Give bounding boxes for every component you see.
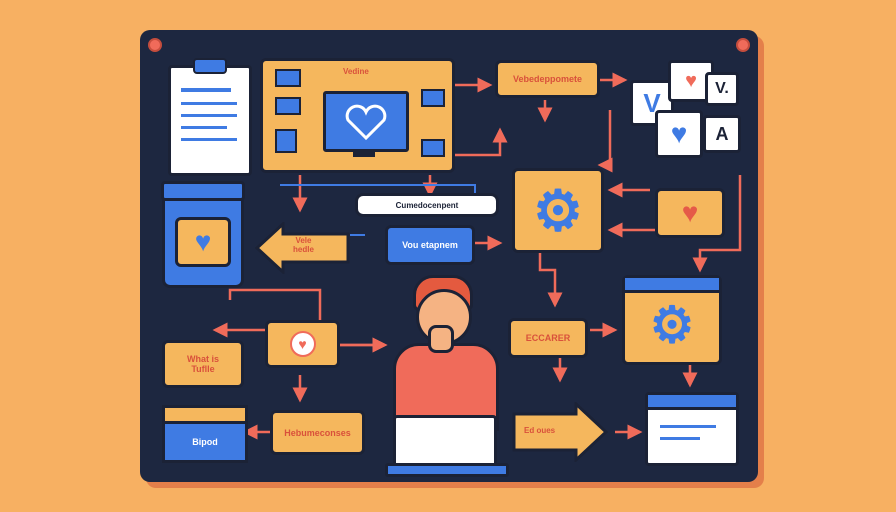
what-is-label: What is Tuflle [186, 354, 219, 374]
heart-box: ♥ [655, 188, 725, 238]
browser-window [645, 392, 739, 466]
left-arrow-label: Vele hedle [293, 236, 314, 254]
heart-icon: ♥ [670, 118, 688, 149]
laptop [385, 415, 509, 477]
doc-line [181, 88, 231, 92]
gear-icon: ⚙ [532, 178, 584, 242]
vue-logo-box: ♥ [265, 320, 340, 368]
bottom-center-label: Hebumeconses [284, 427, 351, 438]
panel-title: Vedine [343, 67, 369, 76]
window-line [660, 437, 700, 440]
box-body: Bipod [162, 421, 248, 463]
mini-window-icon [275, 97, 301, 115]
vue-logo-icon: ♥ [289, 331, 316, 357]
laptop-screen [393, 415, 497, 471]
component-pill: Cumedocenpent [355, 193, 499, 217]
card-v2: V. [705, 72, 739, 106]
mini-window-icon [275, 69, 301, 87]
right-arrow-label: Ed oues [524, 426, 556, 435]
doc-line [181, 114, 237, 117]
jar: ♥ [161, 181, 245, 288]
component-pill-label: Cumedocenpent [395, 200, 459, 210]
right-arrow-shape: Ed oues [510, 402, 610, 462]
open-box: Bipod [162, 405, 248, 463]
ecca-label: Eccarer [525, 333, 571, 343]
heart-icon: ♥ [685, 69, 697, 92]
clipboard-document [168, 58, 252, 176]
heart-icon: ♥ [194, 226, 212, 257]
card-a-label: A [715, 123, 729, 144]
heart-icon [345, 104, 387, 141]
what-is-box: What is Tuflle [162, 340, 244, 388]
pin-top-right [736, 38, 750, 52]
left-arrow-shape: Vele hedle [255, 222, 350, 274]
doc-line [181, 138, 237, 141]
doc-line [181, 126, 227, 129]
jar-lid [161, 181, 245, 201]
top-right-box: Vebedeppomete [495, 60, 600, 98]
doc-line [181, 102, 237, 105]
window-titlebar [648, 395, 736, 410]
monitor [323, 91, 409, 152]
arrow-shape-svg [512, 402, 609, 462]
person-hand [428, 325, 454, 353]
vue-screen-panel: Vedine [260, 58, 455, 173]
person-thinking [388, 275, 499, 431]
clipboard-clip [193, 58, 227, 74]
mini-window-icon [421, 89, 445, 107]
heart-icon: ♥ [681, 197, 699, 228]
monitor-stand [353, 151, 375, 157]
gear-box: ⚙ [512, 168, 604, 253]
ecca-box: Eccarer [508, 318, 588, 358]
gear-window: ⚙ [622, 275, 722, 365]
bottom-center-box: Hebumeconses [270, 410, 365, 455]
window-titlebar [625, 278, 719, 293]
mini-window-icon [275, 129, 297, 153]
gear-icon: ⚙ [649, 297, 695, 353]
card-heart-blue: ♥ [655, 110, 703, 158]
laptop-base [385, 463, 509, 477]
card-a: A [703, 115, 741, 153]
top-right-box-label: Vebedeppomete [512, 74, 583, 84]
blue-action-button-label: Vou etapnem [402, 240, 458, 250]
box-label: Bipod [192, 437, 218, 447]
blue-action-button[interactable]: Vou etapnem [385, 225, 475, 265]
jar-label: ♥ [175, 217, 231, 267]
card-v2-label: V. [715, 80, 729, 97]
arrow-shape-svg [255, 222, 350, 274]
mini-window-icon [421, 139, 445, 157]
pin-top-left [148, 38, 162, 52]
window-line [660, 425, 716, 428]
